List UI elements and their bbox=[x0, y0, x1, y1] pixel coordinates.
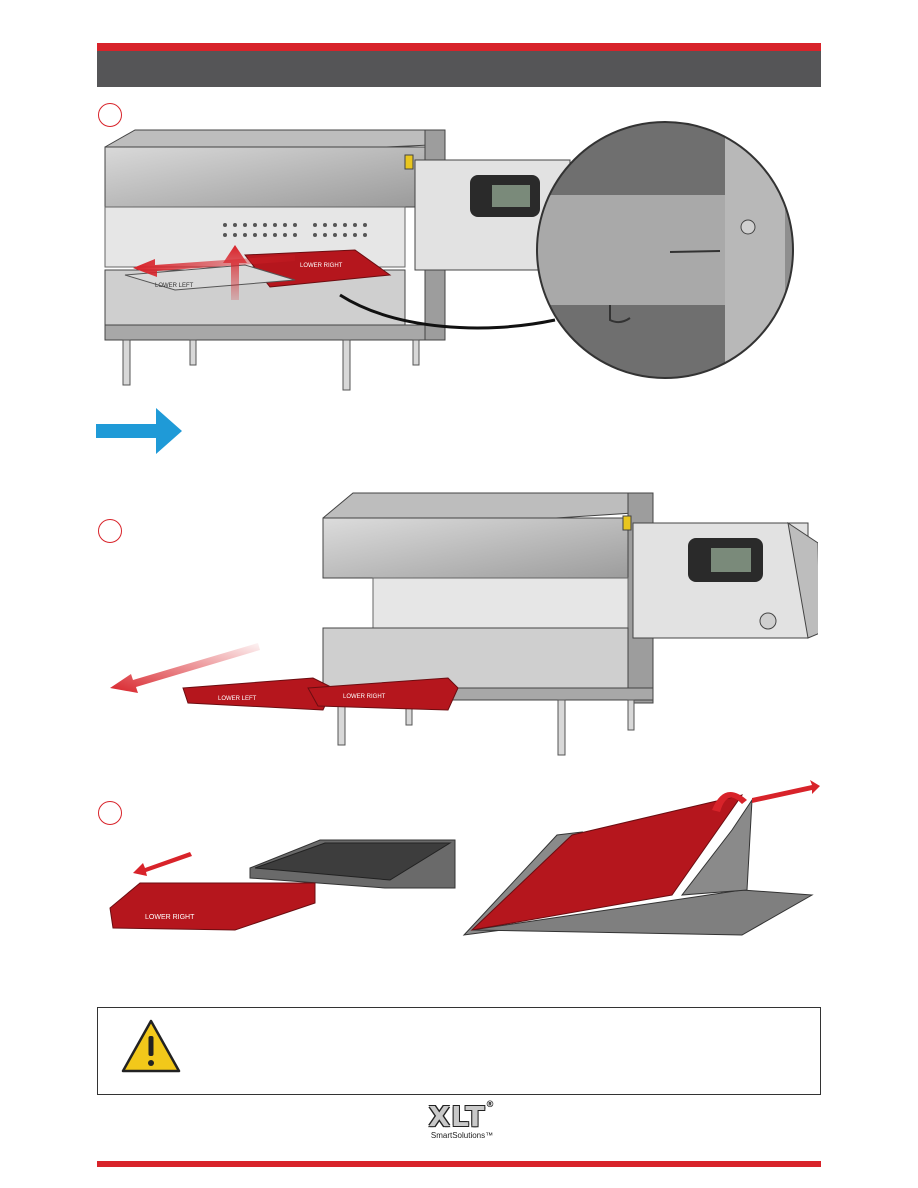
lower-right-tray-label: LOWER RIGHT bbox=[300, 263, 343, 269]
logo-registered-mark: ® bbox=[485, 1100, 496, 1110]
lifted-red-cover bbox=[470, 794, 744, 931]
warning-box bbox=[97, 1007, 821, 1095]
warning-triangle-icon bbox=[121, 1019, 181, 1073]
step2-right-label: LOWER RIGHT bbox=[343, 694, 386, 700]
step-3-right-figure bbox=[462, 780, 820, 936]
step3-cover-label: LOWER RIGHT bbox=[145, 914, 195, 921]
lower-right-finger-assembly bbox=[307, 677, 459, 711]
step2-left-label: LOWER LEFT bbox=[218, 696, 257, 702]
remove-arrow bbox=[752, 780, 820, 803]
step-3-left-figure: LOWER RIGHT bbox=[109, 839, 456, 931]
slide-out-arrow bbox=[110, 643, 260, 693]
lower-left-finger-assembly bbox=[182, 677, 334, 711]
oven-body-2 bbox=[322, 492, 654, 756]
zoom-circle-border bbox=[536, 121, 794, 379]
pull-left-arrow bbox=[133, 255, 295, 277]
header-grey-band bbox=[97, 51, 821, 87]
red-cover bbox=[109, 882, 316, 931]
zoom-callout-line bbox=[339, 293, 556, 330]
step-1-oven-figure: LOWER LEFT LOWER RIGHT bbox=[104, 121, 794, 391]
lower-left-tray-label: LOWER LEFT bbox=[155, 283, 194, 289]
next-step-arrow bbox=[96, 408, 182, 454]
control-box-2 bbox=[632, 521, 818, 639]
step-3-marker bbox=[98, 801, 122, 825]
grey-tray-grid bbox=[254, 842, 452, 881]
lift-up-arrow bbox=[223, 245, 247, 300]
slide-cover-arrow bbox=[133, 852, 192, 876]
page-header-bar bbox=[97, 43, 821, 87]
step-2-marker bbox=[98, 519, 122, 543]
step-2-oven-figure: LOWER LEFT LOWER RIGHT bbox=[110, 492, 818, 756]
logo-wordmark: XLT bbox=[428, 1100, 486, 1133]
step-1-marker bbox=[98, 103, 122, 127]
xlt-logo: XLT® SmartSolutions™ bbox=[412, 1100, 512, 1144]
rotate-arrow bbox=[712, 792, 747, 812]
lower-left-tray bbox=[124, 264, 296, 291]
footer-red-bar bbox=[97, 1161, 821, 1167]
tray-base bbox=[471, 889, 814, 936]
header-red-stripe bbox=[97, 43, 821, 51]
logo-subtext: SmartSolutions™ bbox=[430, 1131, 494, 1140]
